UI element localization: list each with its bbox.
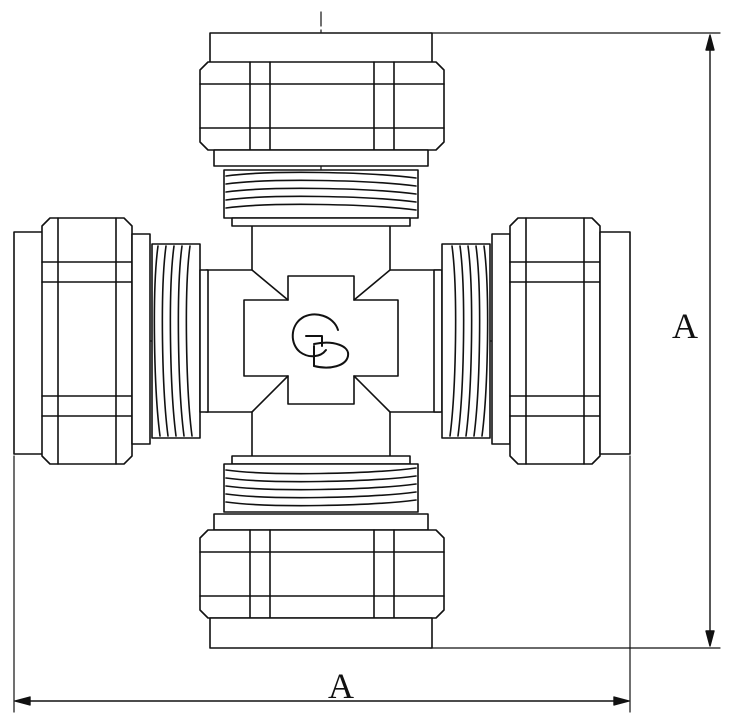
bottom-branch [199,455,445,649]
dimension-label-vertical: A [672,306,698,346]
top-branch [199,32,445,227]
left-branch [13,217,209,465]
dimension-line-vertical [705,34,715,647]
gd-logo [291,313,350,369]
extension-lines [13,32,721,713]
bottom-threads [223,463,419,513]
dimension-line-horizontal [14,696,630,706]
top-threads [223,169,419,219]
dimension-label-horizontal: A [328,666,354,706]
left-threads [151,243,201,439]
right-branch [433,217,631,465]
right-threads [441,243,491,439]
